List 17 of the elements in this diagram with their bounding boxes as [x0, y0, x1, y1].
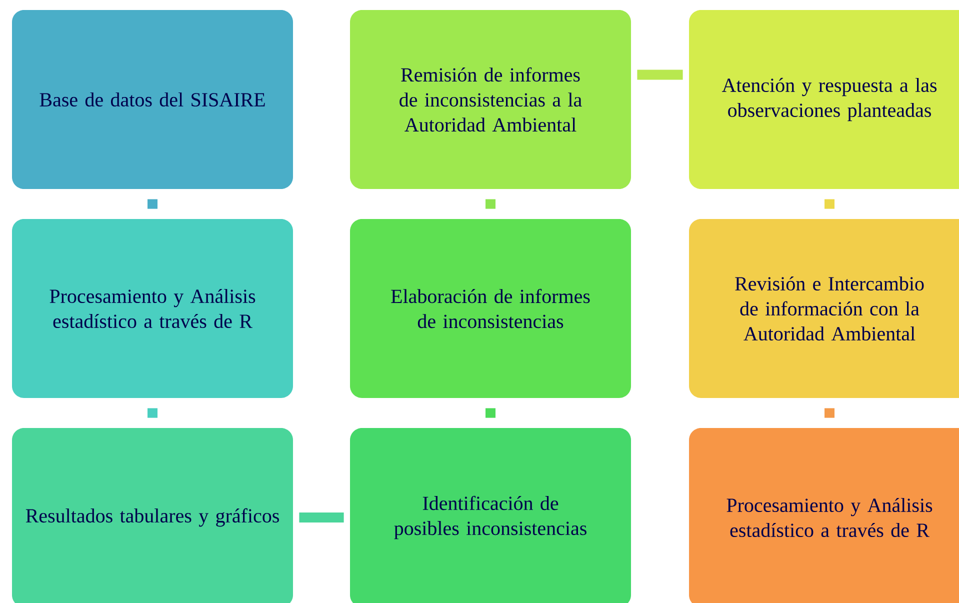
connector-bar — [299, 512, 344, 522]
connector-bar — [486, 199, 496, 209]
process-box: Resultados tabulares y gráficos — [12, 428, 293, 603]
connector-bar — [637, 70, 683, 80]
process-box: Remisión de informes de inconsistencias a la Autoridad Ambiental — [350, 10, 631, 189]
connector-bar — [148, 408, 158, 418]
connector-bar — [148, 199, 158, 209]
process-box: Identificación de posibles inconsistencias — [350, 428, 631, 603]
process-box: Base de datos del SISAIRE — [12, 10, 293, 189]
process-box: Elaboración de informes de inconsistencias — [350, 219, 631, 398]
connector-bar — [824, 199, 834, 209]
connector-bar — [824, 408, 834, 418]
connector-bar — [486, 408, 496, 418]
process-box: Revisión e Intercambio de información con la Autoridad Ambiental — [689, 219, 959, 398]
process-box: Atención y respuesta a las observaciones planteadas — [689, 10, 959, 189]
process-box: Procesamiento y Análisis estadístico a través de R — [689, 428, 959, 603]
process-box: Procesamiento y Análisis estadístico a través de R — [12, 219, 293, 398]
